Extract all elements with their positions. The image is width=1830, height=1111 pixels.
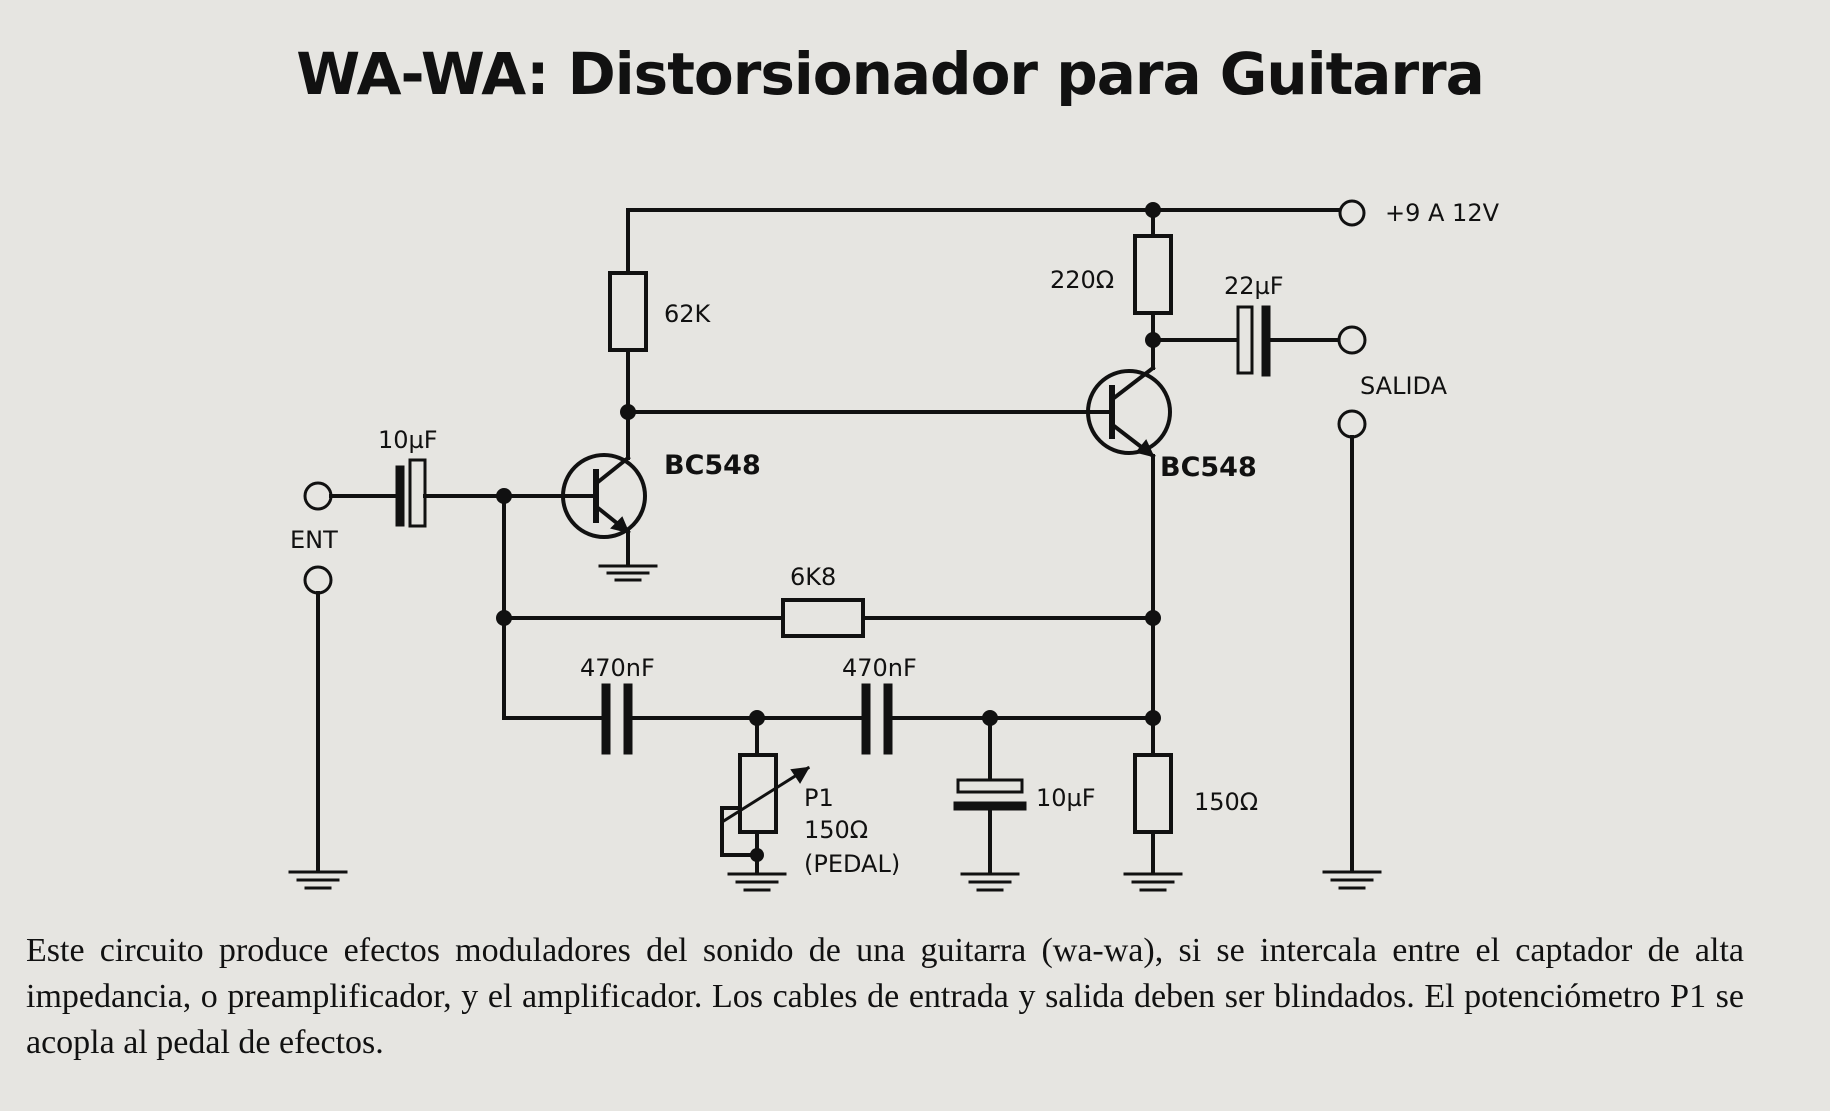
junction-c10 <box>982 710 998 726</box>
output-ground-terminal <box>1337 409 1367 439</box>
p1-wiper-arrow <box>790 766 810 784</box>
label-p1-note: (PEDAL) <box>804 850 900 878</box>
wire-p1-bypass <box>720 806 759 857</box>
label-r6k8: 6K8 <box>790 563 836 591</box>
resistor-62k <box>608 271 648 352</box>
label-r62k: 62K <box>664 300 712 328</box>
junction-input-node <box>496 488 512 504</box>
circuit-schematic: +9 A 12V 62K 220Ω 22µF SALIDA 10µF ENT B… <box>288 199 1500 892</box>
label-supply: +9 A 12V <box>1385 199 1500 227</box>
diagram-title: WA-WA: Distorsionador para Guitarra <box>296 40 1485 108</box>
label-c470-2: 470nF <box>842 654 917 682</box>
label-r220: 220Ω <box>1050 266 1114 294</box>
label-q1: BC548 <box>664 450 761 481</box>
output-terminal <box>1337 325 1367 355</box>
label-p1-value: 150Ω <box>804 816 868 844</box>
junction-470-right <box>1145 710 1161 726</box>
input-ground-terminal <box>303 565 333 595</box>
junction-q1-collector <box>620 404 636 420</box>
label-ent: ENT <box>290 526 338 554</box>
resistor-150 <box>1133 753 1173 834</box>
caption-text: Este circuito produce efectos moduladore… <box>26 932 1744 1061</box>
cap-22uf-plate-a <box>1236 305 1254 375</box>
q2-emitter-arrow <box>1135 439 1155 458</box>
p1-wiper <box>719 765 811 825</box>
cap-10uf-gnd-plate-a <box>956 778 1024 794</box>
label-c22uf: 22µF <box>1224 272 1284 300</box>
transistor-q2 <box>1086 369 1172 455</box>
label-c10uf-in: 10µF <box>378 426 438 454</box>
input-terminal <box>303 481 333 511</box>
label-r150: 150Ω <box>1194 788 1258 816</box>
label-q2: BC548 <box>1160 452 1257 483</box>
junction-6k8-right <box>1145 610 1161 626</box>
label-p1-name: P1 <box>804 784 834 812</box>
q2-collector <box>1111 365 1156 401</box>
junction-p1-bottom <box>750 848 764 862</box>
cap-10uf-in-plate-b <box>408 458 427 528</box>
junction-p1 <box>749 710 765 726</box>
supply-terminal <box>1338 199 1366 227</box>
q1-collector <box>595 455 631 485</box>
label-c470-1: 470nF <box>580 654 655 682</box>
resistor-6k8 <box>781 598 865 638</box>
junction-supply <box>1145 202 1161 218</box>
junction-q2-collector <box>1145 332 1161 348</box>
q1-emitter-arrow <box>610 516 630 534</box>
resistor-220 <box>1133 234 1173 315</box>
potentiometer-p1 <box>738 753 778 834</box>
junction-6k8-left <box>496 610 512 626</box>
label-c10uf-gnd: 10µF <box>1036 784 1096 812</box>
label-salida: SALIDA <box>1360 372 1448 400</box>
